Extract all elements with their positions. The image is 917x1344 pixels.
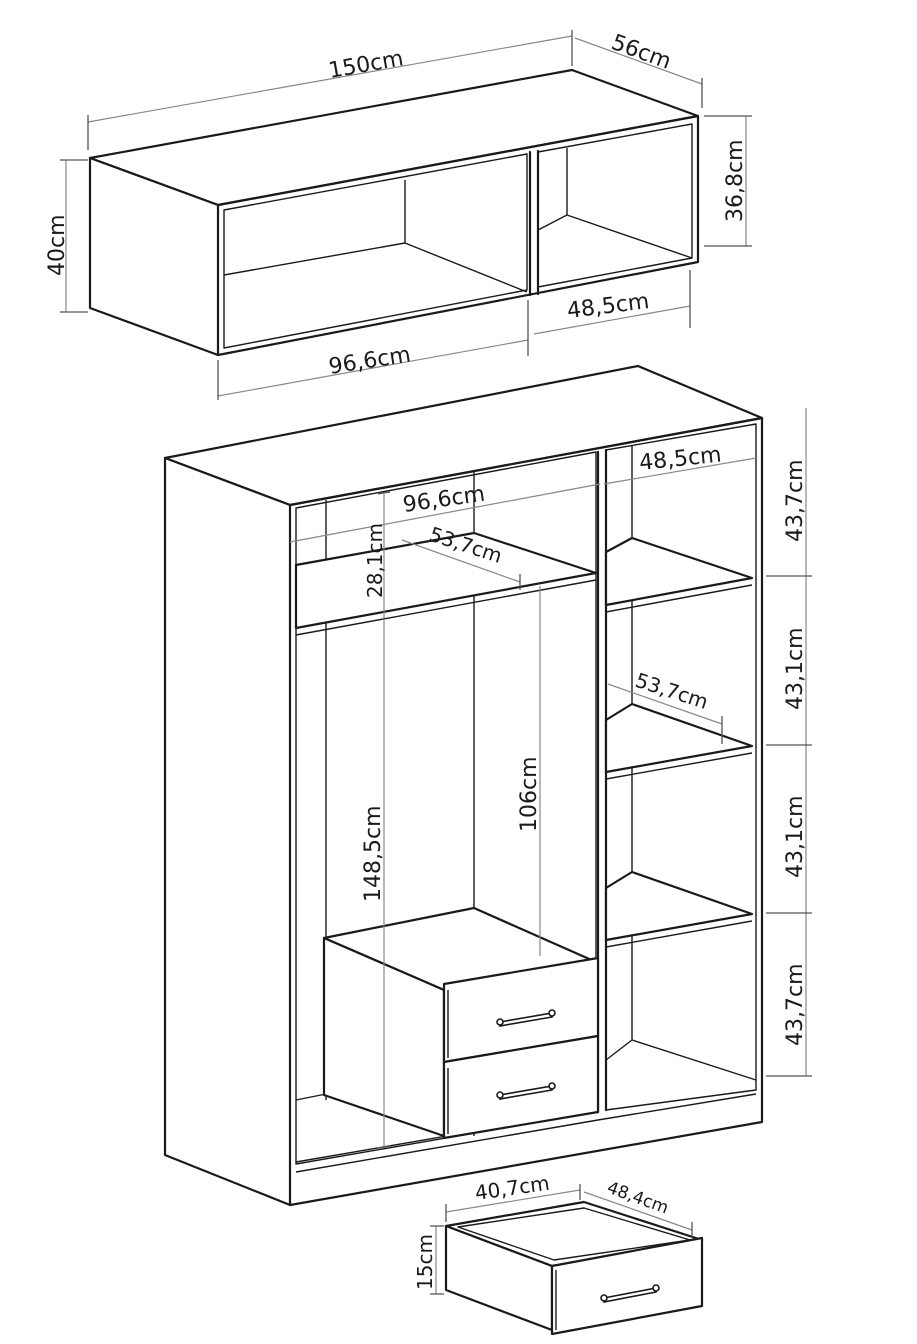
top-unit-opening-left	[223, 153, 528, 349]
wardrobe-right-shelf-3-edge	[605, 920, 753, 948]
label-right-section-3: 43,1cm	[783, 795, 808, 878]
label-top-depth: 56cm	[608, 30, 674, 75]
wardrobe-right-shelf-2	[604, 702, 754, 774]
dim-line-left-compartment	[217, 339, 529, 397]
wardrobe	[163, 364, 764, 1207]
drawer-front	[550, 1236, 704, 1336]
drawer-dimensions: 40,7cm 48,4cm 15cm	[413, 1171, 693, 1295]
label-hanging-total: 148,5cm	[361, 805, 386, 902]
drawer-handle-icon	[496, 1009, 556, 1027]
drawer	[444, 1200, 704, 1336]
label-top-width: 150cm	[327, 46, 406, 84]
wardrobe-left-top-shelf	[294, 531, 598, 630]
wardrobe-right-shelf-1	[604, 536, 754, 607]
top-unit-opening-right	[537, 123, 693, 288]
top-unit-floor-right	[537, 214, 693, 259]
dim-tick	[377, 491, 391, 495]
label-right-section-1: 43,7cm	[783, 459, 808, 542]
label-top-height: 40cm	[45, 214, 70, 276]
dim-line-depth	[574, 37, 703, 85]
label-shelf-depth-right: 53,7cm	[632, 668, 711, 714]
wardrobe-side-face	[163, 456, 292, 1207]
drawer-handle-icon	[600, 1284, 660, 1303]
dim-line-left-width	[289, 483, 601, 543]
label-wardrobe-right-width: 48,5cm	[638, 442, 723, 475]
dim-tick	[377, 1145, 391, 1149]
wardrobe-floor-right	[605, 1039, 757, 1081]
label-drawer-width: 40,7cm	[473, 1171, 551, 1205]
wardrobe-left-shelf-edge	[295, 579, 597, 636]
dim-line-drawer-depth	[583, 1191, 693, 1231]
top-unit	[88, 68, 700, 357]
top-unit-top-face	[88, 68, 700, 207]
wardrobe-right-shelf-3	[604, 870, 754, 942]
top-unit-front-frame	[216, 114, 700, 357]
label-top-left-compartment: 96,6cm	[327, 342, 412, 380]
dim-line-right-compartment	[533, 305, 691, 335]
wardrobe-right-shelf-2-edge	[605, 752, 753, 780]
label-top-right-compartment: 48,5cm	[566, 289, 651, 324]
label-right-section-2: 43,1cm	[783, 627, 808, 710]
label-top-inner-height: 36,8cm	[723, 139, 748, 222]
label-drawer-height: 15cm	[413, 1234, 437, 1290]
wardrobe-front-frame	[288, 416, 764, 1207]
label-hanging-above-drawers: 106cm	[517, 756, 542, 832]
wardrobe-right-shelf-1-edge	[605, 584, 753, 613]
label-right-section-4: 43,7cm	[783, 963, 808, 1046]
wardrobe-plinth	[295, 1093, 757, 1173]
dim-line-shelf-depth-right	[607, 683, 723, 725]
dim-line-shelf-depth-left	[401, 539, 521, 583]
dim-line-drawer-width	[445, 1189, 581, 1213]
dim-line-width	[87, 35, 573, 123]
wardrobe-drawer-lower	[442, 1034, 600, 1140]
drawer-handle-icon	[496, 1082, 556, 1100]
top-unit-floor-left	[223, 242, 528, 293]
dim-line-right-width	[603, 457, 757, 485]
label-top-shelf-height: 28,1cm	[363, 523, 387, 598]
